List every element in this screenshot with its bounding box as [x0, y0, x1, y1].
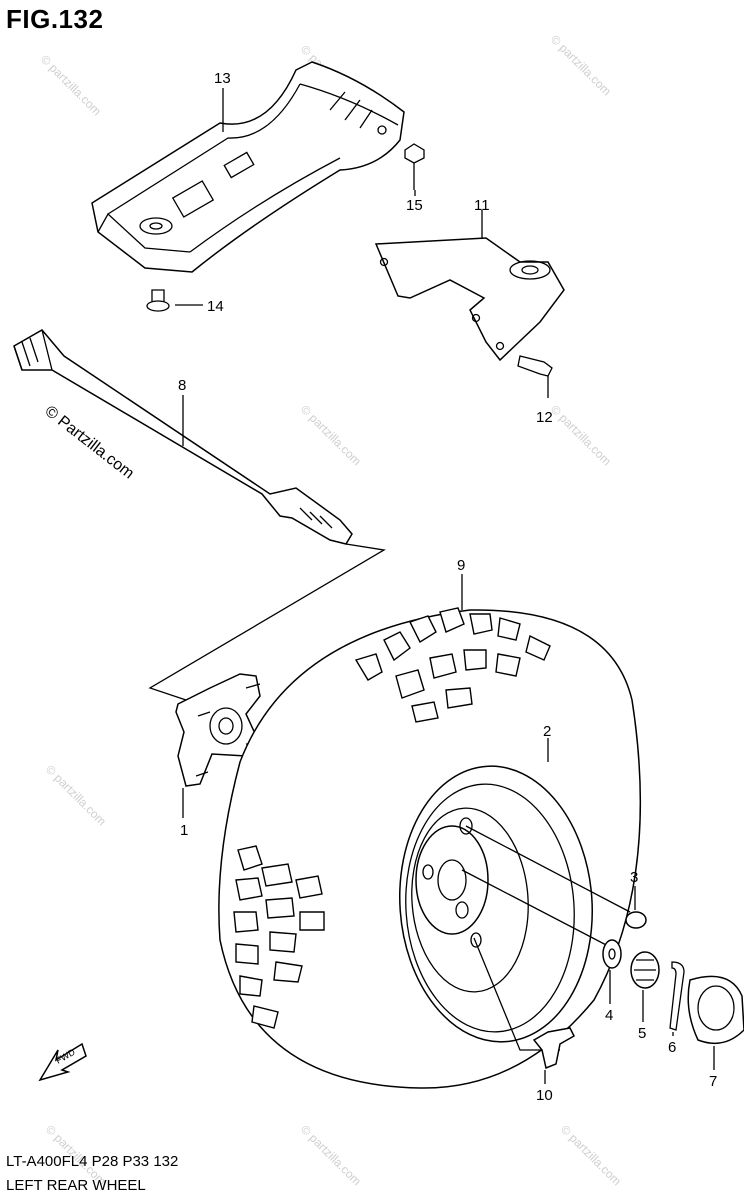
- callout-9: 9: [457, 557, 465, 574]
- figure-title: FIG.132: [6, 4, 104, 34]
- callout-4: 4: [605, 1007, 613, 1024]
- callout-2: 2: [543, 723, 551, 740]
- callout-labels: 1 2 3 4 5 6 7 8 9 10 11 12 13 14 15: [178, 70, 717, 1104]
- watermark-tile: © partzilla.com: [38, 52, 104, 118]
- part-3-nut: [625, 886, 647, 929]
- callout-13: 13: [214, 70, 231, 87]
- watermark-tile: © partzilla.com: [43, 762, 109, 828]
- callout-7: 7: [709, 1073, 717, 1090]
- part-11-bracket: [374, 210, 565, 362]
- part-15-bolt: [404, 143, 425, 190]
- watermark-tile: © partzilla.com: [558, 1122, 624, 1188]
- part-2-rim: [399, 738, 593, 1043]
- watermark-tile: © partzilla.com: [298, 402, 364, 468]
- part-5-castle-nut: [630, 951, 660, 1022]
- callout-8: 8: [178, 377, 186, 394]
- figure-name: LEFT REAR WHEEL: [6, 1177, 146, 1194]
- part-4-washer: [602, 939, 622, 1004]
- model-code: LT-A400FL4 P28 P33 132: [6, 1153, 179, 1170]
- part-14-bolt: [146, 289, 203, 312]
- part-12-bolt: [517, 355, 553, 398]
- callout-3: 3: [630, 869, 638, 886]
- callout-11: 11: [474, 197, 490, 214]
- part-6-cotter-pin: [669, 961, 685, 1036]
- part-7-hub-cap: [687, 975, 744, 1070]
- watermark-main: © Partzilla.com: [42, 403, 137, 483]
- callout-12: 12: [536, 409, 553, 426]
- watermark-tile: © partzilla.com: [548, 402, 614, 468]
- part-13-skid-plate: [91, 61, 405, 273]
- fwd-arrow-icon: FWD: [38, 1042, 87, 1082]
- watermark-tile: © partzilla.com: [298, 1122, 364, 1188]
- callout-1: 1: [180, 822, 188, 839]
- watermark-tile: © partzilla.com: [548, 32, 614, 98]
- part-8-axle: [13, 329, 386, 701]
- part-1-hub: [175, 673, 262, 818]
- tire-tread: [233, 607, 551, 1029]
- callout-5: 5: [638, 1025, 646, 1042]
- callout-14: 14: [207, 298, 224, 315]
- callout-10: 10: [536, 1087, 553, 1104]
- part-10-wheel-stud: [532, 1027, 575, 1084]
- callout-15: 15: [406, 197, 423, 214]
- callout-6: 6: [668, 1039, 676, 1056]
